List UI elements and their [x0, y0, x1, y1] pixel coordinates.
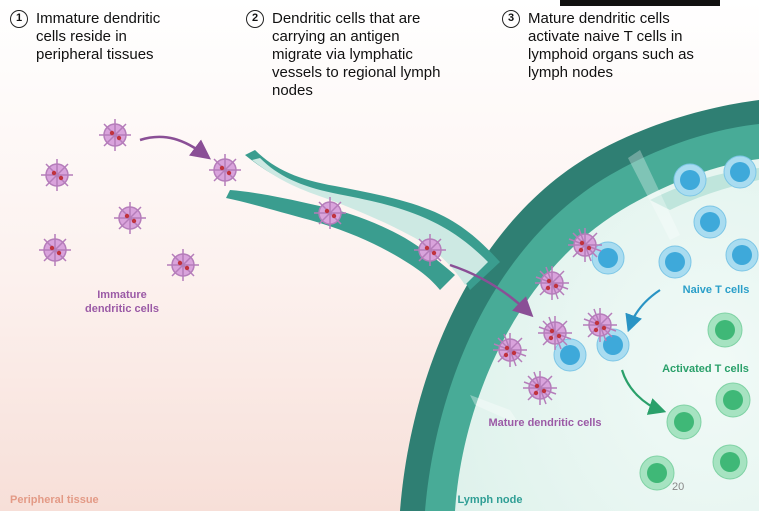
migration-arrow: [139, 135, 212, 160]
mature-dendritic-cells: [493, 228, 617, 405]
naive-arrow: [625, 289, 661, 333]
page-number: 20: [672, 481, 685, 493]
step-2-number: 2: [246, 10, 264, 28]
step-2-text: Dendritic cells that are carrying an ant…: [272, 10, 441, 99]
activated-t-cells: [639, 312, 751, 491]
immature-dendritic-cells-label: Immature dendritic cells: [85, 289, 159, 315]
step-3-text: Mature dendritic cells activate naive T …: [528, 10, 694, 81]
naive-t-cells-label: Naive T cells: [682, 284, 750, 296]
step-3-number: 3: [502, 10, 520, 28]
activation-arrow: [620, 369, 667, 415]
naive-t-cells: [553, 155, 759, 372]
lymph-node-label: Lymph node: [457, 494, 523, 506]
step-1-number: 1: [10, 10, 28, 28]
peripheral-tissue-label: Peripheral tissue: [10, 494, 99, 506]
title-fragment: [560, 0, 720, 6]
mature-dendritic-cells-label: Mature dendritic cells: [488, 417, 602, 429]
activated-t-cells-label: Activated T cells: [662, 363, 749, 375]
entry-arrow: [449, 263, 534, 318]
immature-dendritic-cells: [39, 119, 446, 281]
lymphatic-vessel: [245, 150, 500, 290]
step-1-text: Immature dendritic cells reside in perip…: [36, 10, 161, 63]
